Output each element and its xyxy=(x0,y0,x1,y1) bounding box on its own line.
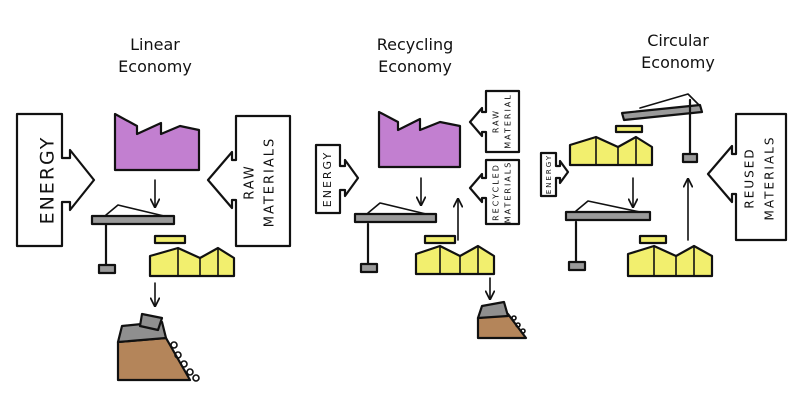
energy-arrow: ENERGY xyxy=(15,112,96,248)
product-icon-top xyxy=(568,135,654,167)
energy-arrow: ENERGY xyxy=(314,143,360,215)
product-icon xyxy=(414,244,496,276)
product-icon-bottom xyxy=(626,244,714,278)
energy-arrow: ENERGY xyxy=(539,151,570,198)
crane-icon xyxy=(90,204,187,275)
raw-materials-arrow: RAW MATERIALS xyxy=(206,114,292,248)
reused-label: REUSED xyxy=(743,147,757,208)
crane-icon-top xyxy=(614,93,704,164)
raw-material-arrow: RAW MATERIAL xyxy=(468,89,521,154)
panel-circular: Circular Economy ENERGY REUSED MATERIALS xyxy=(539,31,788,278)
energy-label: ENERGY xyxy=(321,151,334,207)
panel-linear: Linear Economy ENERGY RAW MATERIALS xyxy=(15,35,292,382)
factory-icon xyxy=(113,112,201,172)
linear-title-line2: Economy xyxy=(118,57,192,76)
raw-label: RAW xyxy=(243,164,258,200)
crane-icon-bottom xyxy=(564,200,668,272)
recycling-title-line2: Economy xyxy=(378,57,452,76)
product-icon xyxy=(148,246,236,278)
material-label: MATERIAL xyxy=(504,93,513,149)
recycling-title-line1: Recycling xyxy=(377,35,454,54)
reused-materials-arrow: REUSED MATERIALS xyxy=(706,112,788,242)
landfill-icon xyxy=(116,312,200,382)
materials-label: MATERIALS xyxy=(504,161,513,224)
factory-icon xyxy=(377,110,462,169)
crane-icon xyxy=(353,202,457,274)
energy-label: ENERGY xyxy=(545,154,553,194)
linear-title-line1: Linear xyxy=(130,35,180,54)
materials-label: MATERIALS xyxy=(263,137,278,228)
energy-label: ENERGY xyxy=(37,136,59,225)
circular-title-line2: Economy xyxy=(641,53,715,72)
landfill-icon xyxy=(476,300,528,340)
recycled-label: RECYCLED xyxy=(492,163,501,221)
panel-recycling: Recycling Economy ENERGY RAW MATERIAL RE… xyxy=(314,35,528,340)
recycled-materials-arrow: RECYCLED MATERIALS xyxy=(468,158,521,226)
raw-label: RAW xyxy=(492,109,501,133)
circular-title-line1: Circular xyxy=(647,31,709,50)
materials-label: MATERIALS xyxy=(763,136,777,221)
